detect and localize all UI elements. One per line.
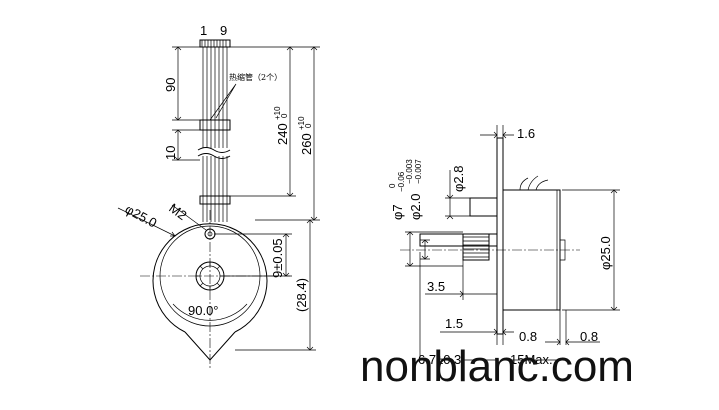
connector	[199, 39, 231, 48]
dim-90: 90	[163, 78, 178, 92]
dim-length-15-max: 15Max.	[510, 352, 553, 367]
dim-lead-260-tol-plus: +10	[297, 116, 306, 130]
dim-lead-240: 240	[275, 123, 290, 145]
dim-10: 10	[163, 146, 178, 160]
dim-length-3-5: 3.5	[427, 279, 445, 294]
dim-length-0-8-right: 0.8	[580, 329, 598, 344]
heat-shrink-tube	[199, 195, 231, 205]
side-view: 1.6 φ2.8 φ7 0 −0.06 φ2.0 −0.003 −0.007 φ…	[388, 125, 620, 367]
flange-plate	[496, 137, 504, 335]
pin-last-label: 9	[220, 23, 227, 38]
heat-shrink-tube	[199, 119, 231, 131]
dim-boss-7-tol-lower: −0.06	[397, 171, 406, 192]
boss	[469, 197, 498, 217]
heat-shrink-note: 热缩管（2个）	[229, 72, 282, 82]
dim-offset-9: 9±0.05	[270, 238, 285, 278]
dim-m2: M2	[166, 200, 189, 223]
dim-boss-7-tol-upper: 0	[388, 183, 397, 188]
dim-length-1-5: 1.5	[445, 316, 463, 331]
pin-first-label: 1	[200, 23, 207, 38]
dim-lead-240-tol-zero: 0	[280, 113, 289, 118]
dim-lead-260-tol-zero: 0	[304, 123, 313, 128]
pinion-gear	[462, 233, 490, 261]
shaft	[419, 233, 498, 247]
dim-boss-7: φ7	[390, 204, 405, 220]
dim-shaft-2-8: φ2.8	[451, 165, 466, 192]
dim-length-0-8-left: 0.8	[519, 329, 537, 344]
dim-lead-260: 260	[299, 133, 314, 155]
front-view: 1 9 热缩管（2个） 90 10 240 +10 0 260 +10	[117, 23, 320, 370]
dim-angle-90: 90.0°	[188, 303, 219, 318]
dim-flange-1-6: 1.6	[517, 126, 535, 141]
lead-wires	[197, 47, 231, 222]
watermark: nonblanc.com	[360, 342, 634, 391]
dim-diameter-side: φ25.0	[598, 236, 613, 270]
dim-diameter-front: φ25.0	[123, 201, 160, 230]
dim-shaft-2-0-tol-lower: −0.007	[414, 159, 423, 184]
dim-height-28-4: (28.4)	[294, 278, 309, 312]
dim-lead-240-tol-plus: +10	[273, 106, 282, 120]
dim-length-6-7: 6.7±0.3	[418, 352, 461, 367]
dim-shaft-2-0-tol-upper: −0.003	[405, 159, 414, 184]
dim-shaft-2-0: φ2.0	[408, 193, 423, 220]
